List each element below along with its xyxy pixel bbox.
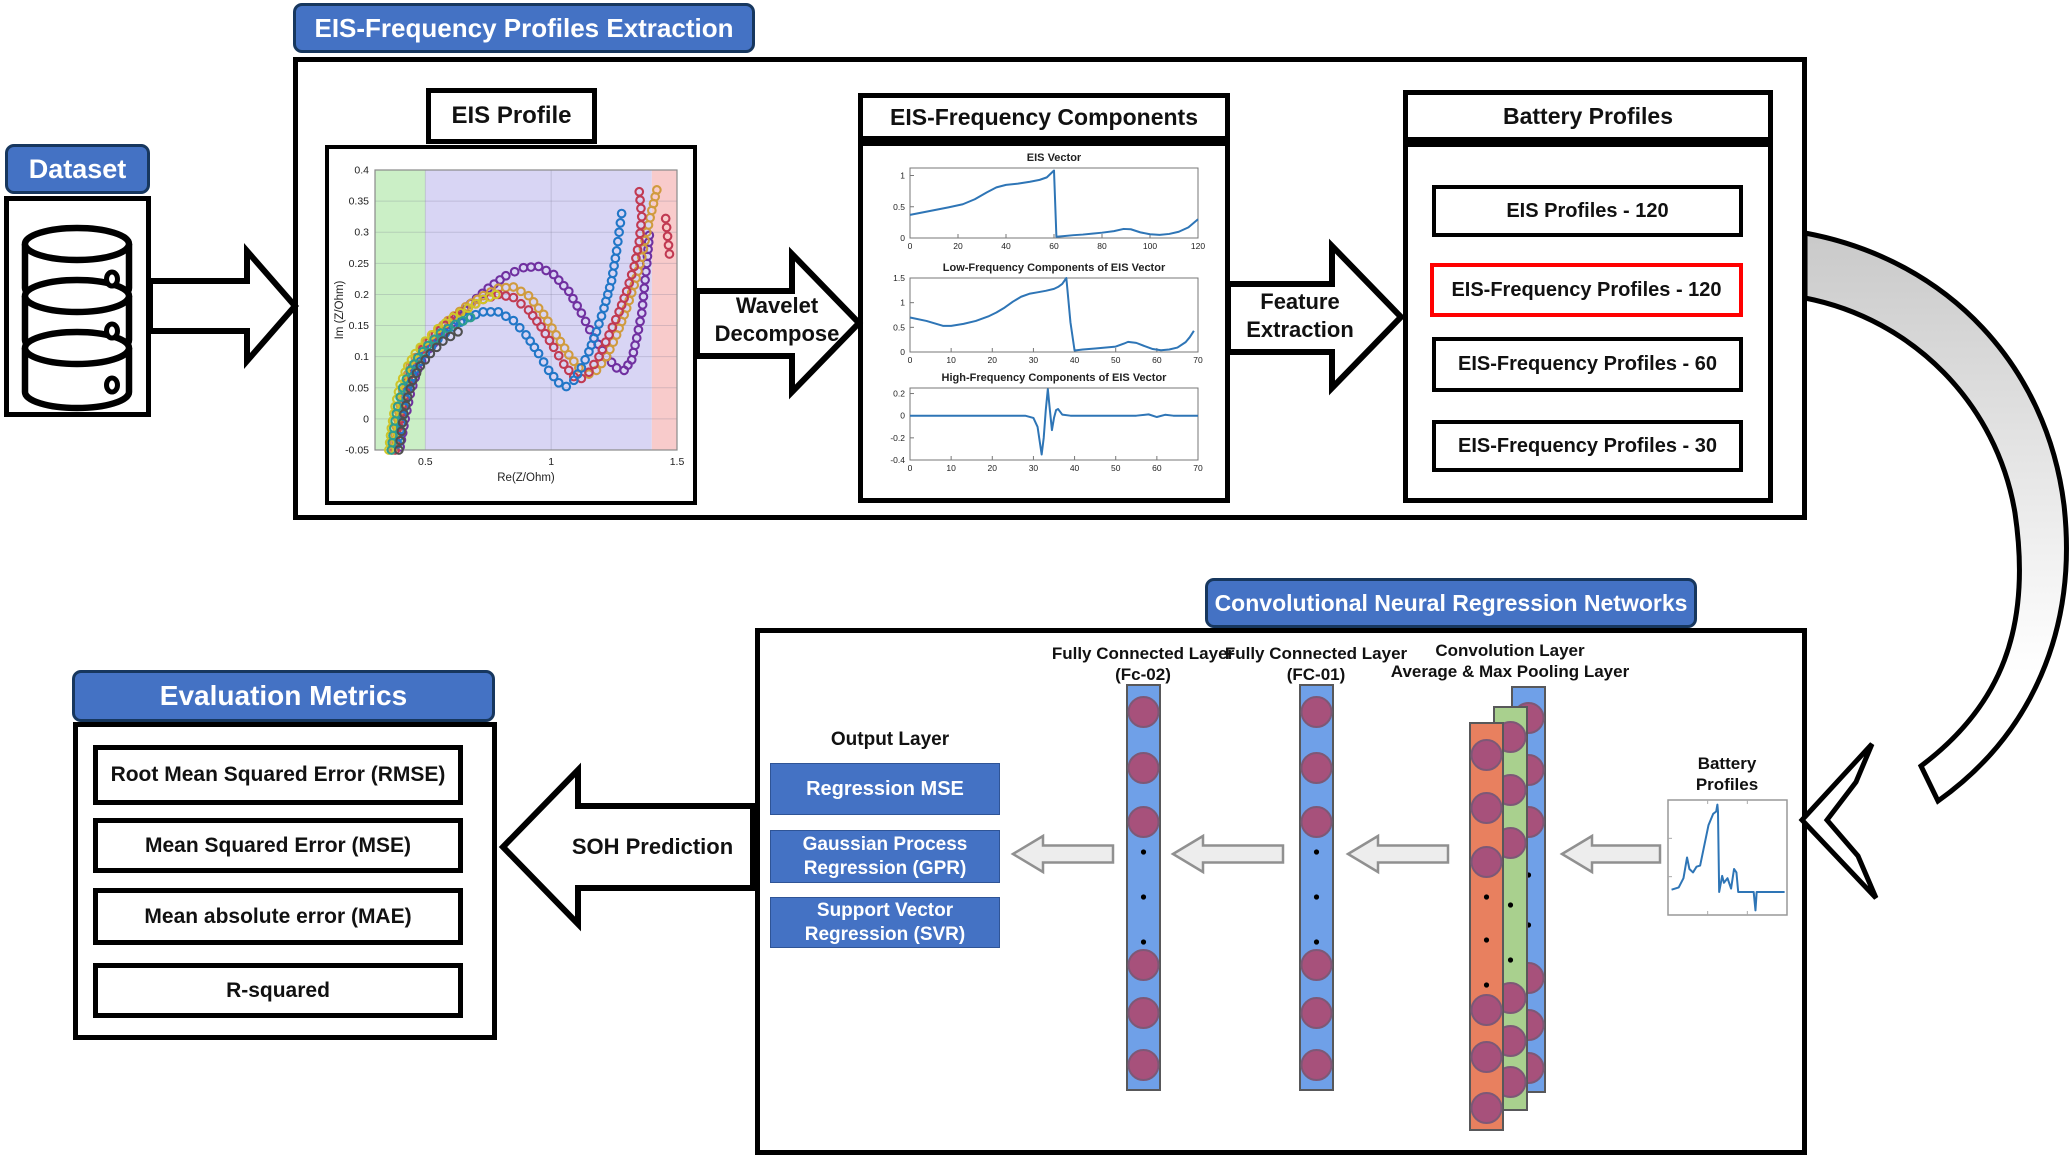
battery-item-0-label: EIS Profiles - 120 bbox=[1506, 199, 1669, 222]
evaluation-metrics-box bbox=[73, 722, 497, 1040]
evaluation-header-label: Evaluation Metrics bbox=[159, 680, 408, 711]
eis-profile-title-box: EIS Profile bbox=[426, 88, 597, 144]
evaluation-header: Evaluation Metrics bbox=[72, 670, 495, 722]
eis-profile-title: EIS Profile bbox=[451, 102, 572, 129]
battery-item-2-label: EIS-Frequency Profiles - 60 bbox=[1458, 353, 1717, 375]
battery-item-2: EIS-Frequency Profiles - 60 bbox=[1432, 337, 1743, 392]
output-box-1-label: Gaussian Process Regression (GPR) bbox=[802, 833, 968, 879]
cnn-header: Convolutional Neural Regression Networks bbox=[1205, 578, 1697, 628]
battery-item-3-label: EIS-Frequency Profiles - 30 bbox=[1458, 434, 1717, 457]
battery-title: Battery Profiles bbox=[1502, 102, 1673, 129]
battery-profiles-box bbox=[1403, 142, 1773, 503]
dataset-box bbox=[4, 196, 151, 417]
metric-item-2-label: Mean absolute error (MAE) bbox=[144, 904, 412, 928]
extraction-header: EIS-Frequency Profiles Extraction bbox=[293, 3, 755, 53]
cnn-section-box bbox=[755, 628, 1807, 1155]
extraction-header-label: EIS-Frequency Profiles Extraction bbox=[314, 12, 734, 43]
metric-item-2: Mean absolute error (MAE) bbox=[93, 888, 463, 945]
output-box-0-label: Regression MSE bbox=[806, 777, 964, 800]
components-title: EIS-Frequency Components bbox=[890, 103, 1198, 130]
battery-item-1: EIS-Frequency Profiles - 120 bbox=[1430, 263, 1743, 317]
battery-item-0: EIS Profiles - 120 bbox=[1432, 185, 1743, 237]
dataset-pill: Dataset bbox=[5, 144, 150, 194]
battery-item-1-label: EIS-Frequency Profiles - 120 bbox=[1451, 278, 1722, 301]
battery-title-box: Battery Profiles bbox=[1403, 90, 1773, 142]
components-title-box: EIS-Frequency Components bbox=[858, 93, 1230, 141]
metric-item-1: Mean Squared Error (MSE) bbox=[93, 818, 463, 873]
components-chart-box bbox=[858, 141, 1230, 503]
soh-label-text: SOH Prediction bbox=[571, 834, 734, 859]
metric-item-3: R-squared bbox=[93, 963, 463, 1018]
output-box-gpr: Gaussian Process Regression (GPR) bbox=[770, 830, 1000, 883]
dataset-arrow bbox=[147, 243, 299, 369]
output-box-2-label: Support Vector Regression (SVR) bbox=[804, 899, 966, 945]
output-box-regression-mse: Regression MSE bbox=[770, 763, 1000, 815]
metric-item-3-label: R-squared bbox=[226, 978, 330, 1002]
curved-arrowhead bbox=[1798, 742, 1879, 900]
eis-profile-chart-box bbox=[325, 145, 697, 505]
curved-arrow-band bbox=[1802, 229, 2069, 805]
curved-flow-arrow bbox=[1798, 229, 2069, 900]
metric-item-0: Root Mean Squared Error (RMSE) bbox=[93, 745, 463, 805]
battery-item-3: EIS-Frequency Profiles - 30 bbox=[1432, 420, 1743, 472]
metric-item-0-label: Root Mean Squared Error (RMSE) bbox=[110, 763, 446, 786]
cnn-header-label: Convolutional Neural Regression Networks bbox=[1214, 589, 1688, 616]
metric-item-1-label: Mean Squared Error (MSE) bbox=[144, 833, 412, 857]
soh-arrow-label: SOH Prediction bbox=[565, 833, 740, 861]
soh-arrow bbox=[498, 762, 756, 932]
dataset-label: Dataset bbox=[28, 153, 127, 184]
output-box-svr: Support Vector Regression (SVR) bbox=[770, 897, 1000, 948]
